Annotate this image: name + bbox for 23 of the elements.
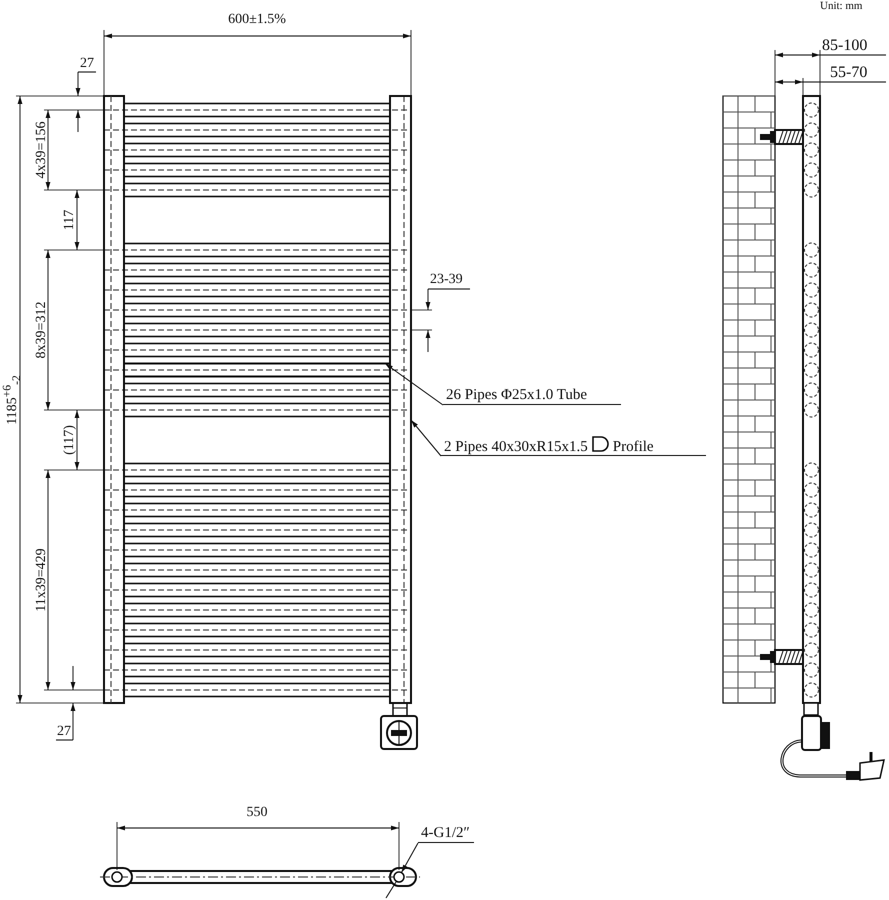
callout-text: 2 Pipes 40x30xR15x1.5 (444, 438, 588, 455)
dimension-text: (117) (63, 425, 77, 455)
dimension-text: 550 (246, 806, 268, 820)
side-rail (389, 95, 412, 704)
dimension-text: 27 (57, 725, 71, 739)
pipe-fitting-hole (393, 871, 405, 883)
leader-line (400, 842, 418, 874)
dimension-text: 27 (80, 57, 94, 71)
callout-text: Profile (612, 438, 654, 455)
leader-line (384, 363, 444, 406)
dimension-text: 4x39=156 (35, 122, 49, 178)
dimension-text: 600±1.5% (228, 13, 286, 27)
dimension-text: 23-39 (430, 273, 463, 287)
callout-text: 26 Pipes Φ25x1.0 Tube (443, 383, 621, 405)
dimension-text: 11x39=429 (35, 548, 49, 612)
unit-note: Unit: mm (820, 1, 862, 12)
dimension-text: 85-100 (822, 38, 868, 54)
leader-line (410, 420, 442, 456)
dimension-text: 117 (63, 210, 77, 230)
dimension-text: 55-70 (830, 65, 868, 81)
tube (123, 362, 391, 378)
callout-text: 4-G1/2″ (418, 825, 474, 843)
dimension-text: 8x39=312 (35, 302, 49, 358)
